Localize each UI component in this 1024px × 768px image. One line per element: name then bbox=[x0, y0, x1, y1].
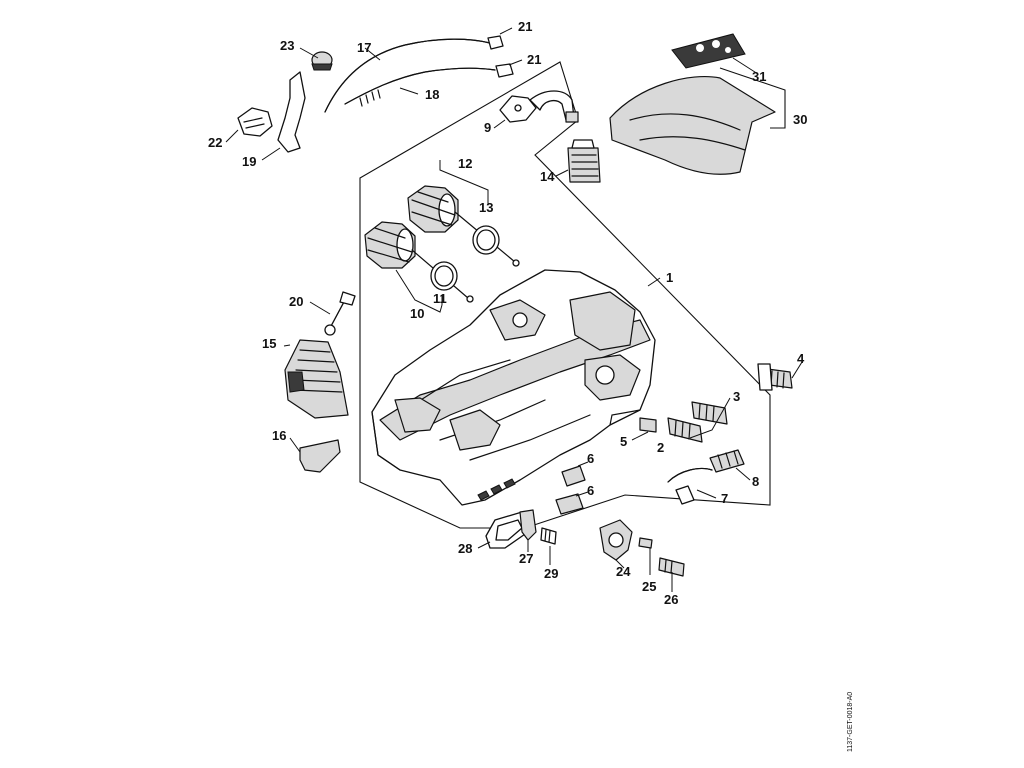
callout-20: 20 bbox=[289, 294, 303, 309]
callout-2: 2 bbox=[657, 440, 664, 455]
screw-part-25 bbox=[638, 537, 653, 549]
callout-13: 13 bbox=[479, 200, 493, 215]
cover-part bbox=[609, 75, 776, 175]
callout-1: 1 bbox=[666, 270, 673, 285]
screw-part-29 bbox=[540, 527, 557, 545]
callout-3: 3 bbox=[733, 389, 740, 404]
long-stud-part bbox=[757, 363, 793, 391]
hose-elbow-fitting-upper bbox=[487, 35, 504, 50]
sticker-part bbox=[671, 33, 746, 69]
baffle-part bbox=[284, 339, 349, 419]
filter-part bbox=[567, 139, 601, 183]
spark-connector-part bbox=[709, 449, 745, 473]
callout-22: 22 bbox=[208, 135, 222, 150]
callout-30: 30 bbox=[793, 112, 807, 127]
main-housing-part bbox=[371, 269, 656, 506]
callout-4: 4 bbox=[797, 351, 805, 366]
callout-11: 11 bbox=[433, 291, 447, 306]
callout-28: 28 bbox=[458, 541, 472, 556]
callout-5: 5 bbox=[620, 434, 627, 449]
callout-16: 16 bbox=[272, 428, 286, 443]
callout-15: 15 bbox=[262, 336, 276, 351]
primer-bulb-part bbox=[237, 107, 273, 137]
elbow-tube-part bbox=[324, 291, 356, 336]
callout-25: 25 bbox=[642, 579, 656, 594]
callout-27: 27 bbox=[519, 551, 533, 566]
valve-part bbox=[311, 51, 333, 71]
clip-part-lower bbox=[555, 493, 584, 515]
callout-14: 14 bbox=[540, 169, 555, 184]
callout-10: 10 bbox=[410, 306, 424, 321]
chain-catcher-part bbox=[299, 439, 341, 473]
callout-6-upper: 6 bbox=[587, 451, 594, 466]
callout-18: 18 bbox=[425, 87, 439, 102]
leader-lines bbox=[225, 27, 803, 592]
lower-stud-part bbox=[667, 417, 703, 443]
collar-part bbox=[639, 417, 657, 433]
callout-8: 8 bbox=[752, 474, 759, 489]
callout-6-lower: 6 bbox=[587, 483, 594, 498]
lower-hose-part bbox=[344, 67, 496, 107]
callout-labels: 1 2 3 4 5 6 6 7 8 9 10 11 12 13 14 15 16… bbox=[208, 19, 807, 607]
callout-23: 23 bbox=[280, 38, 294, 53]
callout-31: 31 bbox=[752, 69, 766, 84]
callout-21-lower: 21 bbox=[527, 52, 541, 67]
callout-9: 9 bbox=[484, 120, 491, 135]
bearing-plate-part bbox=[599, 519, 633, 561]
callout-12: 12 bbox=[458, 156, 472, 171]
callout-19: 19 bbox=[242, 154, 256, 169]
hose-connector-part bbox=[667, 467, 713, 505]
lower-pickup-body-part bbox=[364, 221, 474, 303]
bracket-part bbox=[277, 71, 306, 153]
cover-group-boundary bbox=[719, 67, 786, 129]
reference-code: 1137-GET-0018-A0 bbox=[847, 692, 854, 752]
fitting-part bbox=[499, 90, 579, 123]
callout-29: 29 bbox=[544, 566, 558, 581]
clip-part-upper bbox=[561, 465, 586, 487]
guide-part bbox=[519, 509, 537, 541]
callout-24: 24 bbox=[616, 564, 631, 579]
callout-17: 17 bbox=[357, 40, 371, 55]
upper-pickup-body-part bbox=[407, 185, 520, 267]
callout-21-upper: 21 bbox=[518, 19, 532, 34]
callout-7: 7 bbox=[721, 491, 728, 506]
hose-elbow-fitting-lower bbox=[495, 63, 514, 78]
callout-26: 26 bbox=[664, 592, 678, 607]
screw-part-26 bbox=[658, 557, 685, 577]
